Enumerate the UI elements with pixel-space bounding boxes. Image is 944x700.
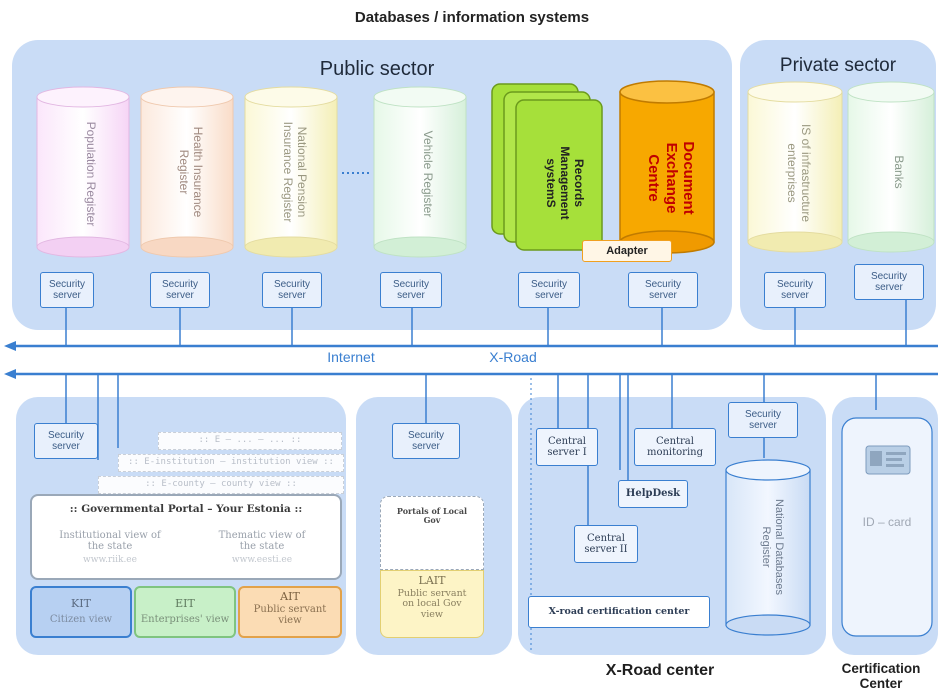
population-register-label: Population Register [84, 121, 98, 227]
eit-label: EIT [175, 597, 195, 610]
security-server-portal: Security server [34, 423, 98, 459]
central-server-1: Central server I [536, 428, 598, 466]
lait-box: LAIT Public servant on local Gov view [380, 570, 484, 638]
institutional-url: www.riik.ee [83, 555, 137, 565]
public-sector-label: Public sector [319, 58, 435, 80]
central-monitoring-box: Central monitoring [634, 428, 716, 466]
security-server-population: Security server [40, 272, 94, 308]
banks-label: Banks [892, 155, 906, 189]
infrastructure-cylinder [747, 81, 843, 253]
portal-view-institution: :: E-institution – institution view :: [118, 454, 344, 472]
infrastructure-label: IS of infrastructure enterprises [785, 123, 813, 223]
top-connectors [65, 300, 907, 346]
portal-view-e: :: E – ... – ... :: [158, 432, 342, 450]
records-management-stack [491, 83, 603, 251]
national-databases-label: National Databases Register [760, 498, 785, 595]
central-server-2: Central server II [574, 525, 638, 563]
security-server-pension: Security server [262, 272, 322, 308]
health-insurance-cylinder [140, 86, 234, 258]
kit-label: KIT [71, 597, 91, 610]
xroad-label: X-Road [489, 349, 537, 365]
security-server-banks: Security server [854, 264, 924, 300]
id-card-icon [865, 445, 911, 475]
security-server-records: Security server [518, 272, 580, 308]
thematic-view: Thematic view of the state [218, 530, 306, 552]
vehicle-register-label: Vehicle Register [421, 130, 435, 218]
population-register-cylinder [36, 86, 130, 258]
pension-insurance-label: National Pension Insurance Register [281, 121, 309, 223]
eit-sub: Enterprises' view [140, 614, 230, 625]
arrow-left-lower [4, 369, 16, 379]
eit-box: EIT Enterprises' view [134, 586, 236, 638]
page-title: Databases / information systems [354, 9, 590, 26]
adapter-box: Adapter [582, 240, 672, 262]
security-server-infrastructure: Security server [764, 272, 826, 308]
local-gov-portals-label: Portals of Local Gov [396, 506, 468, 525]
local-gov-portals-box: Portals of Local Gov [380, 496, 484, 570]
lait-label: LAIT [418, 574, 446, 587]
security-server-local-gov: Security server [392, 423, 460, 459]
ait-sub: Public servant view [253, 604, 327, 626]
health-insurance-label: Health Insurance Register [177, 126, 205, 218]
portal-view-county: :: E-county – county view :: [98, 476, 344, 494]
xroad-certification-box: X-road certification center [528, 596, 710, 628]
helpdesk-box: HelpDesk [618, 480, 688, 508]
national-databases-cylinder [725, 459, 811, 636]
ait-label: AIT [280, 590, 300, 603]
id-card-label: ID – card [862, 515, 912, 529]
certification-center-label: Certification Center [841, 661, 921, 691]
ait-box: AIT Public servant view [238, 586, 342, 638]
security-server-vehicle: Security server [380, 272, 442, 308]
private-sector-label: Private sector [779, 55, 897, 76]
security-server-xroad: Security server [728, 402, 798, 438]
security-server-dec: Security server [628, 272, 698, 308]
governmental-portal-box: :: Governmental Portal – Your Estonia ::… [30, 494, 342, 580]
governmental-portal-title: :: Governmental Portal – Your Estonia :: [69, 503, 303, 515]
thematic-url: www.eesti.ee [231, 555, 293, 565]
banks-cylinder [847, 81, 935, 253]
arrow-left-upper [4, 341, 16, 351]
xroad-center-label: X-Road center [605, 662, 715, 679]
kit-box: KIT Citizen view [30, 586, 132, 638]
lait-sub: Public servant on local Gov view [397, 588, 467, 620]
kit-sub: Citizen view [49, 614, 113, 625]
records-management-label: Records Management systemS [544, 146, 586, 220]
internet-label: Internet [327, 349, 375, 365]
institutional-view: Institutional view of the state [59, 530, 161, 552]
security-server-health: Security server [150, 272, 210, 308]
vehicle-register-cylinder [373, 86, 467, 258]
pension-insurance-cylinder [244, 86, 338, 258]
dec-label: Document Exchange Centre [645, 141, 698, 215]
